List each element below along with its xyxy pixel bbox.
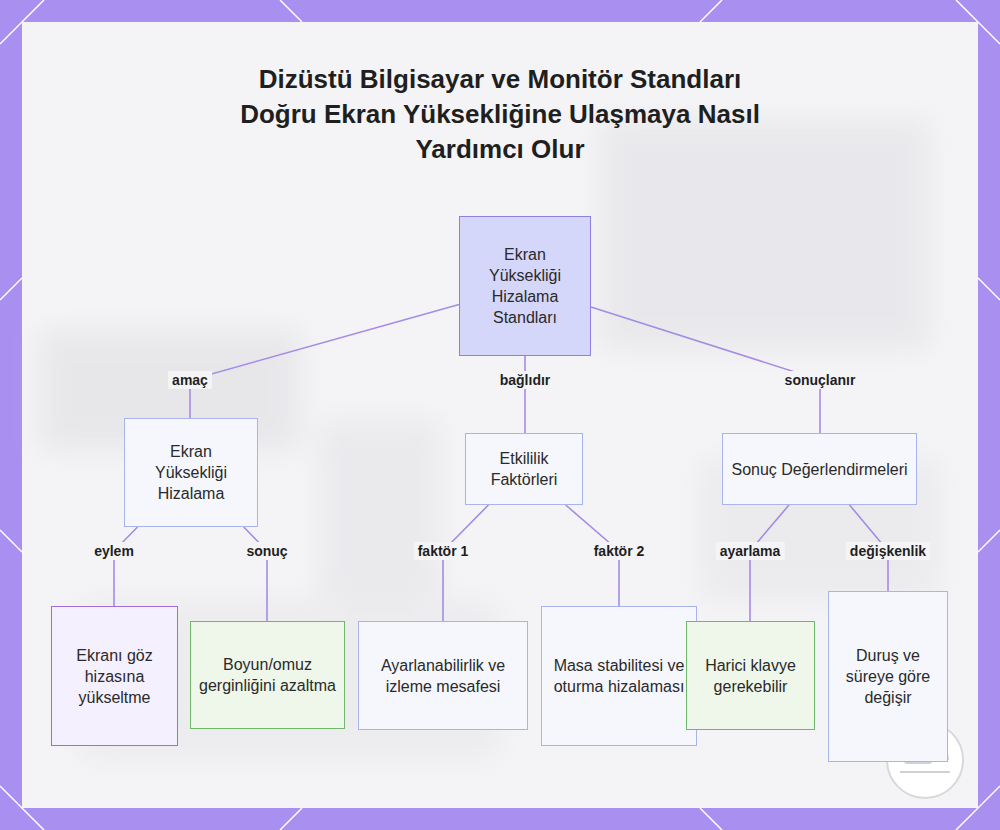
connector-line (443, 505, 488, 621)
concept-box: Duruş ve süreye göre değişir (828, 591, 948, 762)
concept-box: Ekran Yüksekliği Hizalama Standları (459, 216, 591, 356)
node-text: Harici klavye gerekebilir (687, 655, 814, 697)
connector-line (114, 527, 138, 606)
edge-label: sonuç (242, 542, 291, 560)
node-text: Ekran Yüksekliği Hizalama (125, 441, 257, 504)
edge-label: faktör 2 (590, 542, 649, 560)
node-text: Etkililik Faktörleri (466, 448, 582, 490)
concept-box: Masa stabilitesi ve oturma hizalaması (541, 606, 697, 746)
node-text: Ayarlanabilirlik ve izleme mesafesi (359, 655, 527, 697)
diagram-title: Dizüstü Bilgisayar ve Monitör Standları … (230, 62, 770, 167)
connector-line (190, 305, 459, 418)
concept-box: Etkililik Faktörleri (465, 433, 583, 505)
edge-label: sonuçlanır (781, 371, 860, 389)
node-text: Sonuç Değerlendirmeleri (723, 459, 915, 480)
edge-label: ayarlama (716, 542, 785, 560)
blurred-photo (40, 120, 940, 760)
panel (22, 22, 978, 808)
edge-label: değişkenlik (846, 542, 930, 560)
edge-label: amaç (168, 371, 212, 389)
concept-box: Boyun/omuz gerginliğini azaltma (190, 621, 345, 729)
node-text: Duruş ve süreye göre değişir (829, 645, 947, 708)
concept-box: Harici klavye gerekebilir (686, 621, 815, 730)
node-text: Boyun/omuz gerginliğini azaltma (191, 654, 344, 696)
connector-line (750, 505, 789, 621)
node-text: Ekranı göz hizasına yükseltme (52, 645, 177, 708)
concept-box: Sonuç Değerlendirmeleri (722, 433, 917, 505)
connector-line (591, 307, 820, 433)
edge-label: bağlıdır (496, 371, 555, 389)
edge-label: faktör 1 (414, 542, 473, 560)
concept-box: Ekranı göz hizasına yükseltme (51, 606, 178, 746)
connector-line (524, 356, 526, 433)
edge-label: eylem (90, 542, 138, 560)
concept-box: Ekran Yüksekliği Hizalama (124, 418, 258, 527)
node-text: Masa stabilitesi ve oturma hizalaması (542, 655, 696, 697)
node-text: Ekran Yüksekliği Hizalama Standları (460, 244, 590, 328)
concept-box: Ayarlanabilirlik ve izleme mesafesi (358, 621, 528, 730)
